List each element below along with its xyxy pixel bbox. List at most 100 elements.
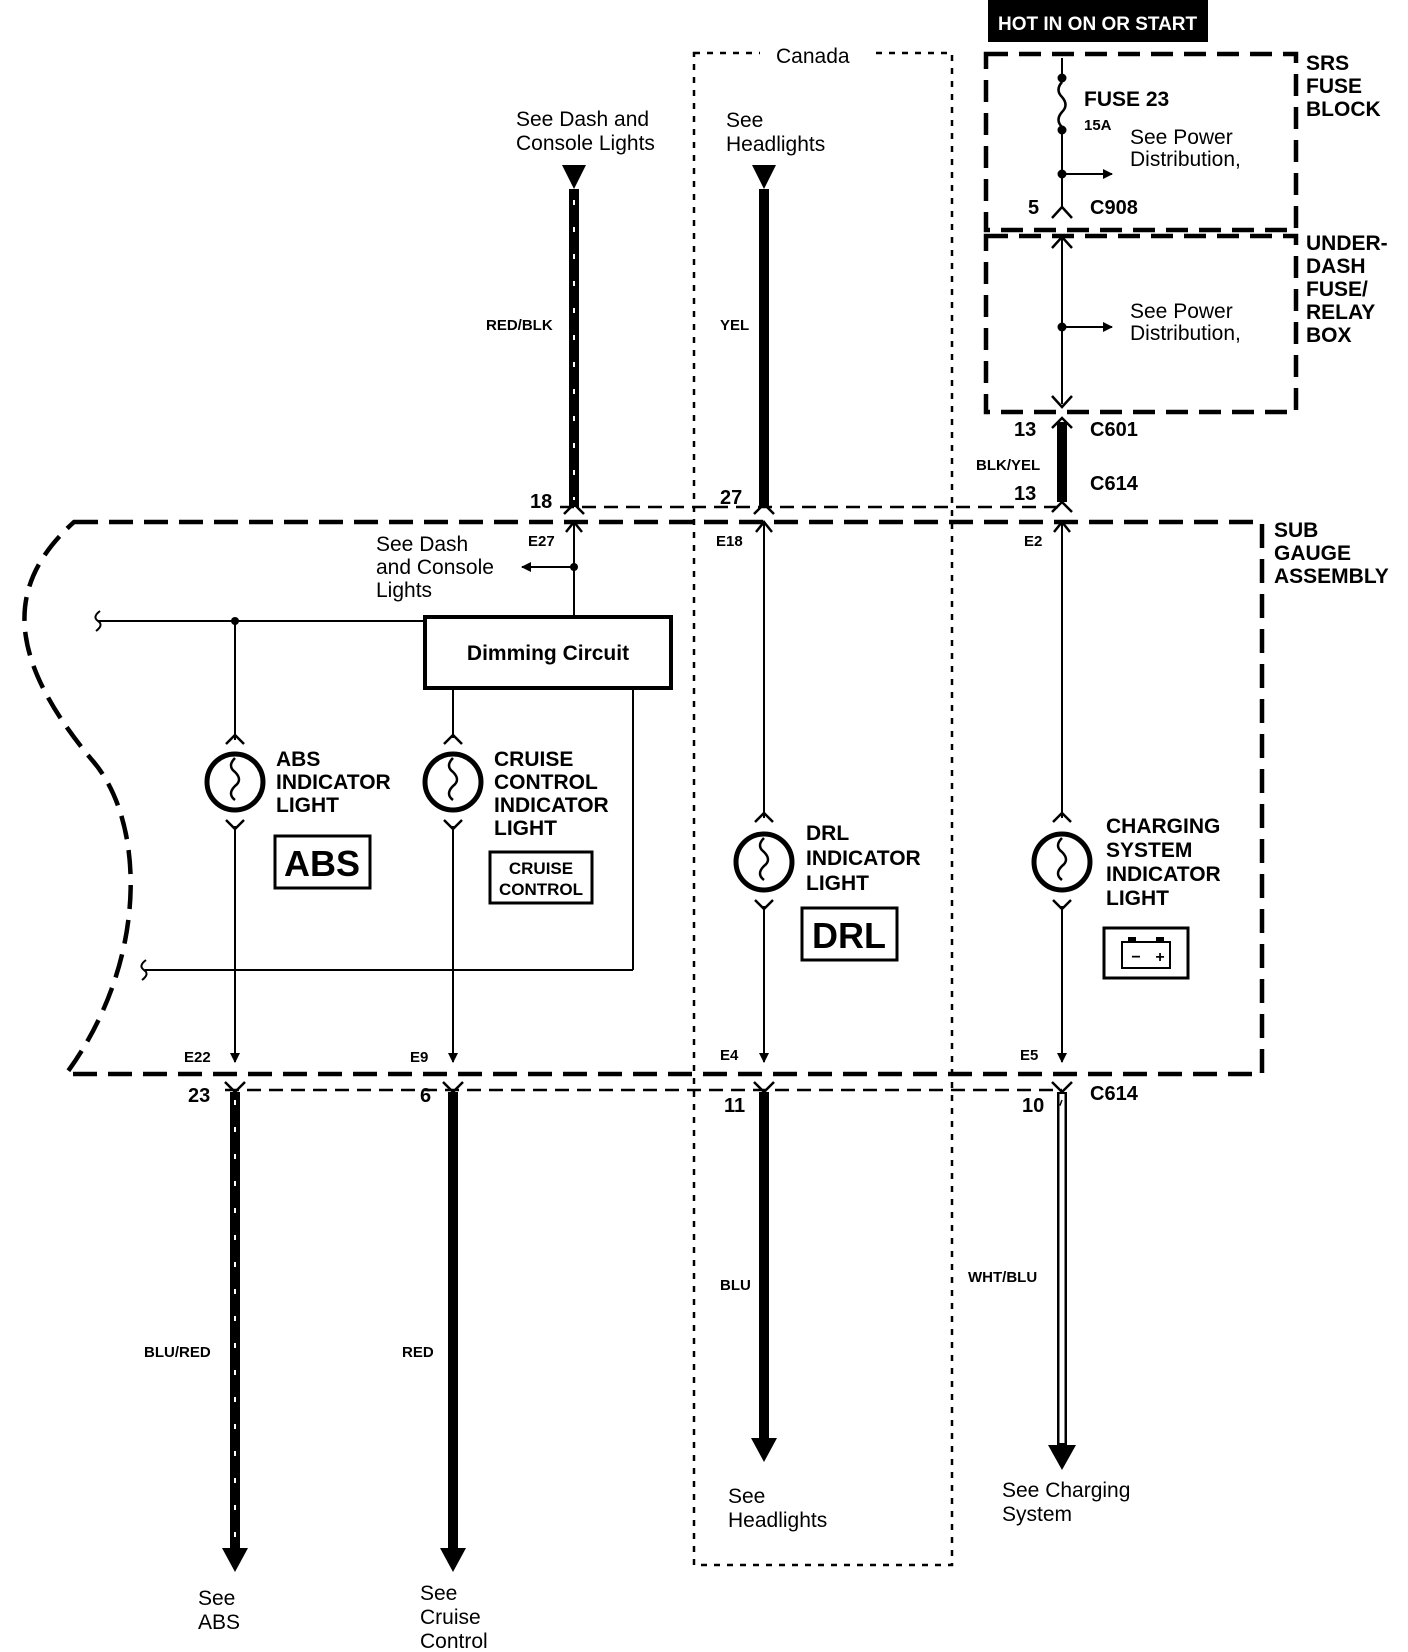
dimming-section: E27 See Dash and Console Lights Dimming …: [94, 519, 673, 981]
power-distribution-2-line-1: See Power: [1130, 300, 1233, 323]
c908-connector-icon: [1051, 205, 1073, 219]
charging-ref-line-2: System: [1002, 1503, 1072, 1526]
red-blk-wire: See Dash and Console Lights RED/BLK 18: [486, 108, 655, 515]
c908-label: C908: [1090, 197, 1138, 219]
cruise-symbol-box: [488, 850, 594, 905]
charging-ref-line-1: See Charging: [1002, 1479, 1130, 1502]
drl-bulb-icon: [733, 831, 795, 893]
battery-plus: +: [1155, 949, 1164, 966]
pin-27: 27: [720, 487, 742, 509]
abs-label-3: LIGHT: [276, 794, 339, 817]
abs-bulb-icon: [204, 751, 266, 813]
drl-label-2: INDICATOR: [806, 847, 921, 870]
terminal-e9: E9: [410, 1049, 428, 1066]
c908-pin: 5: [1028, 197, 1039, 219]
srs-fuse-block: SRS FUSE BLOCK FUSE 23 15A See Power Dis…: [983, 51, 1381, 233]
fuse-terminal-top: [1057, 73, 1067, 83]
cruise-indicator-light: CRUISE CONTROL INDICATOR LIGHT CRUISE CO…: [410, 733, 609, 1066]
yel-color: YEL: [720, 317, 749, 334]
underdash-label-5: BOX: [1306, 324, 1352, 347]
yel-wire: See Headlights YEL 27: [720, 109, 825, 515]
drl-label-3: LIGHT: [806, 872, 869, 895]
srs-label-1: SRS: [1306, 52, 1349, 75]
power-wire-color: BLK/YEL: [976, 457, 1040, 474]
srs-label-3: BLOCK: [1306, 98, 1381, 121]
sub-gauge-assembly: SUB GAUGE ASSEMBLY: [22, 519, 1389, 1077]
abs-label-2: INDICATOR: [276, 771, 391, 794]
wht-blu-wire: 10 WHT/BLU See Charging System: [968, 1081, 1130, 1526]
pin-10: 10: [1022, 1095, 1044, 1117]
fuse-name: FUSE 23: [1084, 88, 1169, 111]
headlights-ref-line-2: Headlights: [726, 133, 825, 156]
terminal-e2: E2: [1024, 533, 1042, 550]
battery-minus: −: [1131, 949, 1140, 966]
battery-icon: − +: [1102, 926, 1190, 980]
blu-red-wire: 23 BLU/RED See ABS: [144, 1081, 248, 1634]
charging-indicator-light: E2 CHARGING SYSTEM INDICATOR LIGHT − + E…: [1020, 519, 1221, 1064]
dash-branch-line-2: and Console: [376, 556, 494, 579]
headlights-bottom-ref-line-2: Headlights: [728, 1509, 827, 1532]
abs-ref-line-2: ABS: [198, 1611, 240, 1634]
pin-23: 23: [188, 1085, 210, 1107]
dash-branch-line-1: See Dash: [376, 533, 468, 556]
cruise-symbol-line-2: CONTROL: [499, 880, 583, 899]
c601-connector-icon: [1051, 416, 1073, 429]
underdash-fuse-relay-box: UNDER- DASH FUSE/ RELAY BOX See Power Di…: [983, 232, 1388, 415]
pin-11: 11: [724, 1095, 745, 1117]
sub-gauge-label-3: ASSEMBLY: [1274, 565, 1389, 588]
red-color: RED: [402, 1344, 434, 1361]
abs-ref-line-1: See: [198, 1587, 235, 1610]
canada-region: Canada: [692, 40, 954, 1567]
red-wire: 6 RED See Cruise Control: [402, 1081, 488, 1652]
dash-ref-arrow: [562, 165, 586, 189]
cruise-label-3: INDICATOR: [494, 794, 609, 817]
underdash-label-3: FUSE/: [1306, 278, 1368, 301]
power-distribution-1-line-2: Distribution,: [1130, 148, 1241, 171]
terminal-e4: E4: [720, 1047, 739, 1064]
cruise-label-4: LIGHT: [494, 817, 557, 840]
cruise-ref-line-3: Control: [420, 1630, 488, 1652]
cruise-ref-line-1: See: [420, 1582, 457, 1605]
fuse-rating: 15A: [1084, 117, 1112, 134]
terminal-e22: E22: [184, 1049, 211, 1066]
c601-label: C601: [1090, 419, 1138, 441]
pin-6: 6: [420, 1085, 431, 1107]
charging-label-4: LIGHT: [1106, 887, 1169, 910]
wht-blu-color: WHT/BLU: [968, 1269, 1037, 1286]
drl-symbol-box: [800, 906, 899, 962]
blu-red-color: BLU/RED: [144, 1344, 211, 1361]
dimming-circuit-label: Dimming Circuit: [467, 642, 629, 665]
c601-top-connector-icon: [1051, 395, 1073, 409]
blk-yel-wire: 13 C601 BLK/YEL 13 C614: [976, 416, 1139, 513]
dash-branch-line-3: Lights: [376, 579, 432, 602]
charging-label-3: INDICATOR: [1106, 863, 1221, 886]
cruise-ref-line-2: Cruise: [420, 1606, 481, 1629]
headlights-ref-arrow: [752, 165, 776, 189]
sub-gauge-label-1: SUB: [1274, 519, 1318, 542]
cruise-label-2: CONTROL: [494, 771, 598, 794]
abs-symbol: ABS: [284, 843, 360, 884]
charging-label-1: CHARGING: [1106, 815, 1220, 838]
cruise-label-1: CRUISE: [494, 748, 573, 771]
drl-symbol: DRL: [812, 915, 886, 956]
c614-top-label: C614: [1090, 473, 1139, 495]
drl-label-1: DRL: [806, 822, 849, 845]
abs-label-1: ABS: [276, 748, 320, 771]
charging-bulb-icon: [1031, 831, 1093, 893]
underdash-label-1: UNDER-: [1306, 232, 1388, 255]
sub-gauge-label-2: GAUGE: [1274, 542, 1351, 565]
c614-top-pin: 13: [1014, 483, 1036, 505]
c614-bottom-label: C614: [1090, 1083, 1139, 1105]
hot-label: HOT IN ON OR START: [998, 14, 1198, 35]
terminal-e5: E5: [1020, 1047, 1038, 1064]
pin-18: 18: [530, 491, 552, 513]
underdash-label-4: RELAY: [1306, 301, 1375, 324]
srs-label-2: FUSE: [1306, 75, 1362, 98]
wire-continuation-icon-bottom: [140, 959, 148, 981]
wire-continuation-icon-top: [94, 610, 102, 632]
dash-ref-line-1: See Dash and: [516, 108, 649, 131]
terminal-e27: E27: [528, 533, 555, 550]
terminal-e18: E18: [716, 533, 743, 550]
dimming-circuit-box: [423, 615, 673, 690]
